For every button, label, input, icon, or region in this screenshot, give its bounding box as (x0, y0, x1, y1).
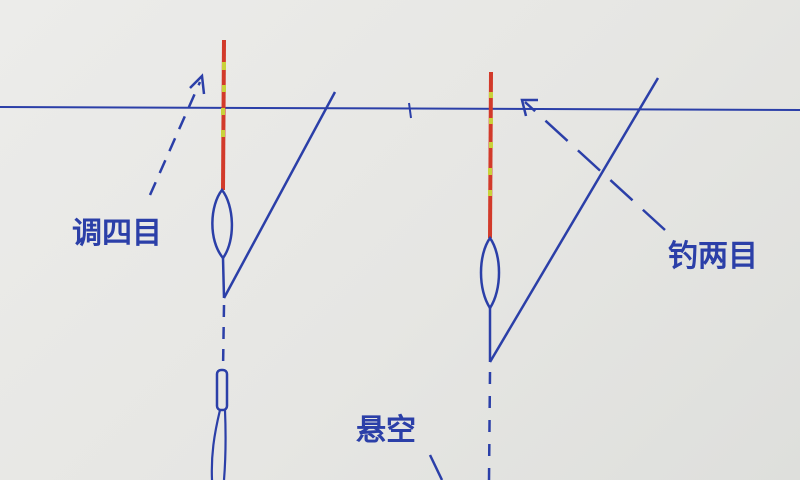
left-float (210, 39, 337, 480)
left-sinker (215, 368, 229, 412)
right-float-tip-yellow-marks (488, 92, 493, 196)
left-angle-line (222, 91, 337, 299)
right-main-line-dashed (487, 371, 492, 480)
right-label-arrow (520, 98, 666, 231)
surface-tick-mark (408, 102, 412, 119)
right-label-text: 钓两目 (668, 239, 758, 274)
left-arrow-head-icon (189, 73, 206, 95)
left-float-body (211, 187, 234, 261)
left-main-line-dashed (221, 304, 226, 371)
right-float-body (479, 235, 501, 311)
bottom-label-text: 悬空 (356, 413, 416, 448)
right-arrow-head-icon (520, 98, 538, 117)
left-label-arrow (148, 73, 206, 196)
right-float-tip (488, 71, 493, 239)
bottom-label-pointer (428, 454, 444, 480)
right-angle-line (488, 77, 660, 363)
left-hook-line (210, 409, 222, 480)
left-label-text: 调四目 (72, 216, 162, 251)
left-float-stem (221, 257, 226, 299)
water-surface-line (0, 106, 800, 111)
right-float (479, 71, 660, 480)
left-float-tip-yellow-marks (221, 62, 226, 137)
left-hook-line-2 (222, 409, 227, 480)
